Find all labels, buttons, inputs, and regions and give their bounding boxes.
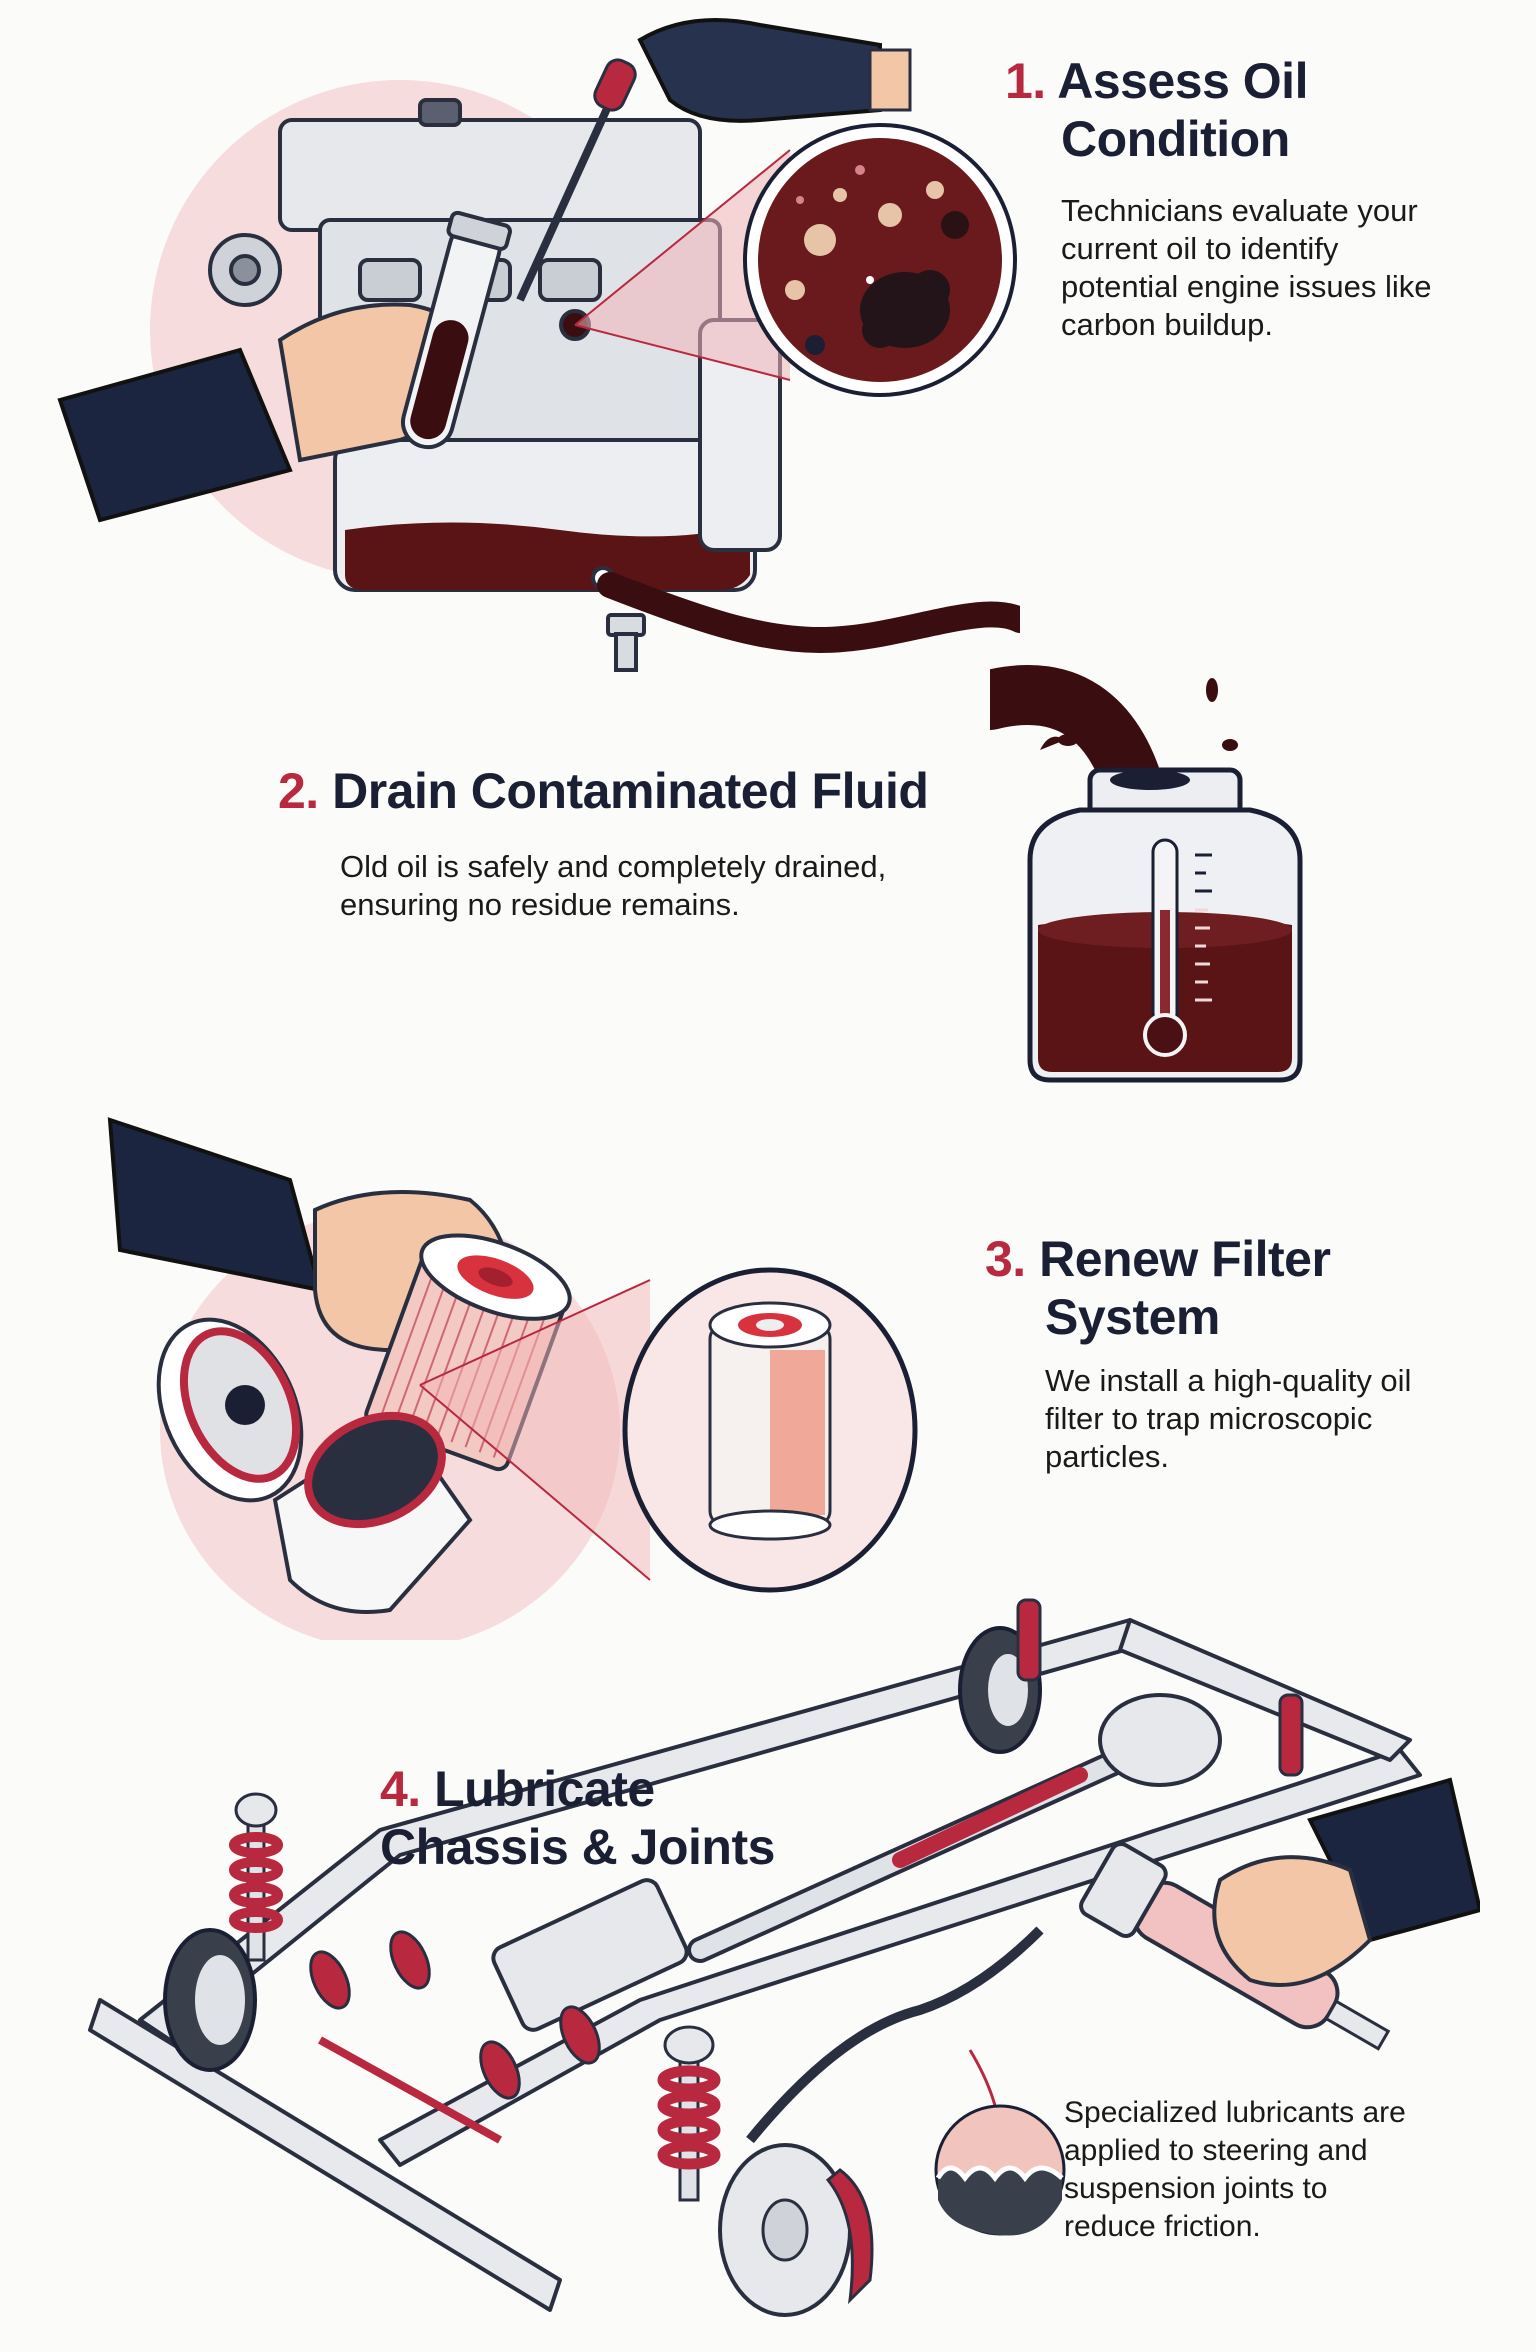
step3-title-line1: Renew Filter	[1039, 1231, 1331, 1287]
grease-hose	[746, 1926, 1044, 2144]
step1-heading: 1. Assess Oil Condition	[1005, 52, 1505, 168]
step1-number: 1.	[1005, 53, 1046, 109]
brake-rotor-icon	[718, 2143, 874, 2317]
filter-cap-icon	[156, 1317, 304, 1503]
step4-title-line2: Chassis & Joints	[380, 1819, 775, 1875]
sleeve	[107, 1117, 323, 1293]
step1-title-line2: Condition	[1061, 111, 1290, 167]
drain-bolt-icon	[606, 613, 646, 672]
step2-illustration	[990, 660, 1330, 1110]
step1-text: 1. Assess Oil Condition Technicians eval…	[1005, 52, 1505, 344]
filter-canister-icon	[272, 1411, 473, 1614]
step4-heading: 4. Lubricate Chassis & Joints	[380, 1760, 840, 1876]
step4-illustration	[80, 1580, 1480, 2350]
filter-magnifier-icon	[622, 1267, 918, 1593]
joint-lubricant-magnifier-icon	[934, 2104, 1066, 2236]
dipstick-icon	[516, 78, 624, 302]
shock-absorbers-rear-icon	[1016, 1598, 1304, 1777]
gloved-hand-icon	[637, 18, 882, 123]
step2-number: 2.	[278, 763, 319, 819]
drive-shaft-icon	[687, 1693, 1222, 1963]
wheel-front-left-icon	[163, 1928, 257, 2072]
step2-text: 2. Drain Contaminated Fluid Old oil is s…	[278, 762, 998, 924]
step3-heading: 3. Renew Filter System	[985, 1230, 1435, 1346]
step2-title: Drain Contaminated Fluid	[332, 763, 929, 819]
oil-stream	[597, 572, 1020, 654]
step3-title-line2: System	[1045, 1289, 1220, 1345]
step1-illustration	[0, 0, 1020, 680]
step4-heading-block: 4. Lubricate Chassis & Joints	[380, 1760, 840, 1876]
step2-heading: 2. Drain Contaminated Fluid	[278, 762, 998, 820]
step4-description: Specialized lubricants are applied to st…	[1064, 2096, 1406, 2243]
chassis-frame-icon	[88, 1618, 1422, 2312]
step1-description: Technicians evaluate your current oil to…	[1061, 193, 1432, 342]
test-tube-icon	[401, 210, 512, 450]
magnifier-beam	[575, 150, 790, 380]
step1-title-line1: Assess Oil	[1057, 53, 1308, 109]
oil-particles-magnifier-icon	[743, 123, 1017, 397]
step4-number: 4.	[380, 1761, 421, 1817]
step4-title-line1: Lubricate	[434, 1761, 655, 1817]
thermometer-icon	[1143, 838, 1212, 1057]
steering-rack-icon	[309, 1878, 689, 2144]
coil-spring-front-right-icon	[657, 2025, 721, 2202]
coil-spring-front-left-icon	[229, 1792, 283, 1962]
hand-icon	[1212, 1855, 1373, 1987]
step3-description: We install a high-quality oil filter to …	[1045, 1363, 1412, 1474]
step2-description: Old oil is safely and completely drained…	[340, 849, 887, 922]
magnifier-beam	[420, 1280, 650, 1580]
step3-number: 3.	[985, 1231, 1026, 1287]
step3-illustration	[90, 1100, 970, 1640]
step4-text: Specialized lubricants are applied to st…	[1064, 2094, 1464, 2246]
sleeve	[57, 347, 293, 523]
step3-text: 3. Renew Filter System We install a high…	[985, 1230, 1435, 1476]
